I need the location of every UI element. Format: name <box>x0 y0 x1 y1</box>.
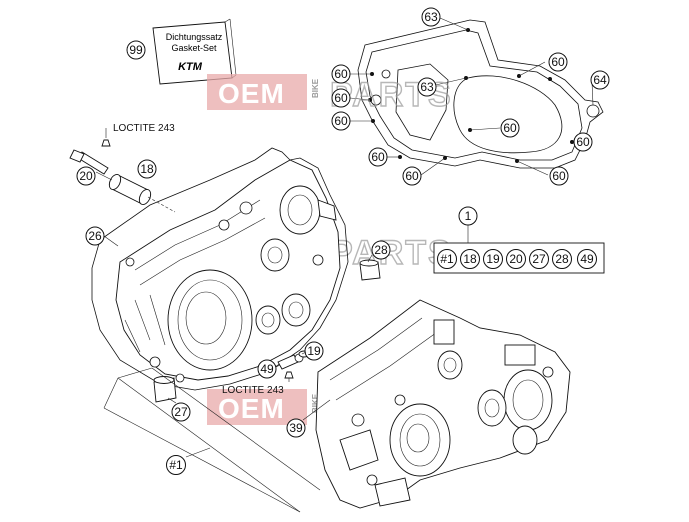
callout-64[interactable]: 64 <box>590 70 610 90</box>
kit-item-2[interactable]: 18 <box>460 249 480 269</box>
svg-text:#1: #1 <box>440 252 454 266</box>
svg-text:BIKE: BIKE <box>311 78 320 98</box>
svg-text:18: 18 <box>463 252 477 266</box>
callout-26[interactable]: 26 <box>85 226 105 246</box>
svg-text:1: 1 <box>465 209 472 223</box>
svg-text:28: 28 <box>555 252 569 266</box>
right-crankcase-half[interactable] <box>315 299 571 509</box>
bushing-27[interactable] <box>153 376 177 403</box>
svg-text:27: 27 <box>174 405 188 419</box>
svg-text:OEM: OEM <box>218 78 285 109</box>
callout-18[interactable]: 18 <box>137 159 157 179</box>
svg-text:20: 20 <box>509 252 523 266</box>
callout-60-i[interactable]: 60 <box>549 166 569 186</box>
svg-text:60: 60 <box>503 121 517 135</box>
callout-60-f[interactable]: 60 <box>500 118 520 138</box>
svg-text:49: 49 <box>580 252 594 266</box>
kit-item-6[interactable]: 28 <box>552 249 572 269</box>
dowel-sleeve-18[interactable] <box>107 173 153 207</box>
svg-text:60: 60 <box>576 135 590 149</box>
svg-text:63: 63 <box>420 80 434 94</box>
ktm-logo: KTM <box>178 61 203 73</box>
callout-60-b[interactable]: 60 <box>331 88 351 108</box>
svg-text:60: 60 <box>334 114 348 128</box>
callout-hash1[interactable]: #1 <box>166 455 186 475</box>
callout-39[interactable]: 39 <box>286 418 306 438</box>
left-crankcase-half[interactable] <box>91 147 349 391</box>
svg-text:28: 28 <box>374 243 388 257</box>
assembly-outline-lines <box>103 367 321 513</box>
gasket-set-line2: Gasket-Set <box>171 43 217 53</box>
gasket-leaders <box>349 17 594 176</box>
callout-49[interactable]: 49 <box>257 359 277 379</box>
kit-item-4[interactable]: 20 <box>506 249 526 269</box>
bolt-20[interactable] <box>69 149 109 175</box>
svg-text:99: 99 <box>129 43 143 57</box>
svg-text:BIKE: BIKE <box>311 393 320 413</box>
svg-text:60: 60 <box>334 91 348 105</box>
cover-gasket <box>357 19 604 169</box>
svg-text:60: 60 <box>334 67 348 81</box>
callout-60-d[interactable]: 60 <box>368 147 388 167</box>
svg-text:20: 20 <box>79 169 93 183</box>
loctite-label-top: LOCTITE 243 <box>101 123 175 147</box>
svg-text:OEM: OEM <box>218 393 285 424</box>
kit-header-callout[interactable]: 1 <box>458 206 478 226</box>
kit-item-1[interactable]: #1 <box>437 249 457 269</box>
svg-text:60: 60 <box>552 169 566 183</box>
svg-text:39: 39 <box>289 421 303 435</box>
callout-20[interactable]: 20 <box>76 166 96 186</box>
kit-item-5[interactable]: 27 <box>529 249 549 269</box>
callout-99[interactable]: 99 <box>126 40 146 60</box>
svg-text:26: 26 <box>88 229 102 243</box>
plug-screw-49[interactable] <box>277 353 304 370</box>
watermark-top: OEM BIKE PARTS <box>207 74 451 115</box>
svg-text:19: 19 <box>307 344 321 358</box>
callout-63-top[interactable]: 63 <box>421 7 441 27</box>
svg-text:#1: #1 <box>169 458 183 472</box>
svg-text:60: 60 <box>405 169 419 183</box>
svg-text:27: 27 <box>532 252 546 266</box>
svg-text:64: 64 <box>593 73 607 87</box>
loctite-label-bottom: LOCTITE 243 <box>222 371 294 396</box>
bushing-28[interactable] <box>359 259 381 281</box>
svg-text:60: 60 <box>371 150 385 164</box>
callout-60-g[interactable]: 60 <box>548 52 568 72</box>
svg-text:19: 19 <box>486 252 500 266</box>
kit-item-3[interactable]: 19 <box>483 249 503 269</box>
kit-item-7[interactable]: 49 <box>577 249 597 269</box>
svg-text:18: 18 <box>140 162 154 176</box>
callout-60-c[interactable]: 60 <box>331 111 351 131</box>
callout-28[interactable]: 28 <box>371 240 391 260</box>
svg-text:49: 49 <box>260 362 274 376</box>
callout-60-e[interactable]: 60 <box>402 166 422 186</box>
callout-60-a[interactable]: 60 <box>331 64 351 84</box>
callout-63-mid[interactable]: 63 <box>417 77 437 97</box>
svg-text:PARTS: PARTS <box>330 234 453 272</box>
svg-text:63: 63 <box>424 10 438 24</box>
lower-leaders <box>103 235 373 458</box>
svg-text:60: 60 <box>551 55 565 69</box>
callout-27[interactable]: 27 <box>171 402 191 422</box>
svg-text:LOCTITE 243: LOCTITE 243 <box>113 123 175 134</box>
gasket-set-line1: Dichtungssatz <box>166 32 223 42</box>
callout-60-h[interactable]: 60 <box>573 132 593 152</box>
svg-text:LOCTITE 243: LOCTITE 243 <box>222 385 284 396</box>
callout-19[interactable]: 19 <box>304 341 324 361</box>
